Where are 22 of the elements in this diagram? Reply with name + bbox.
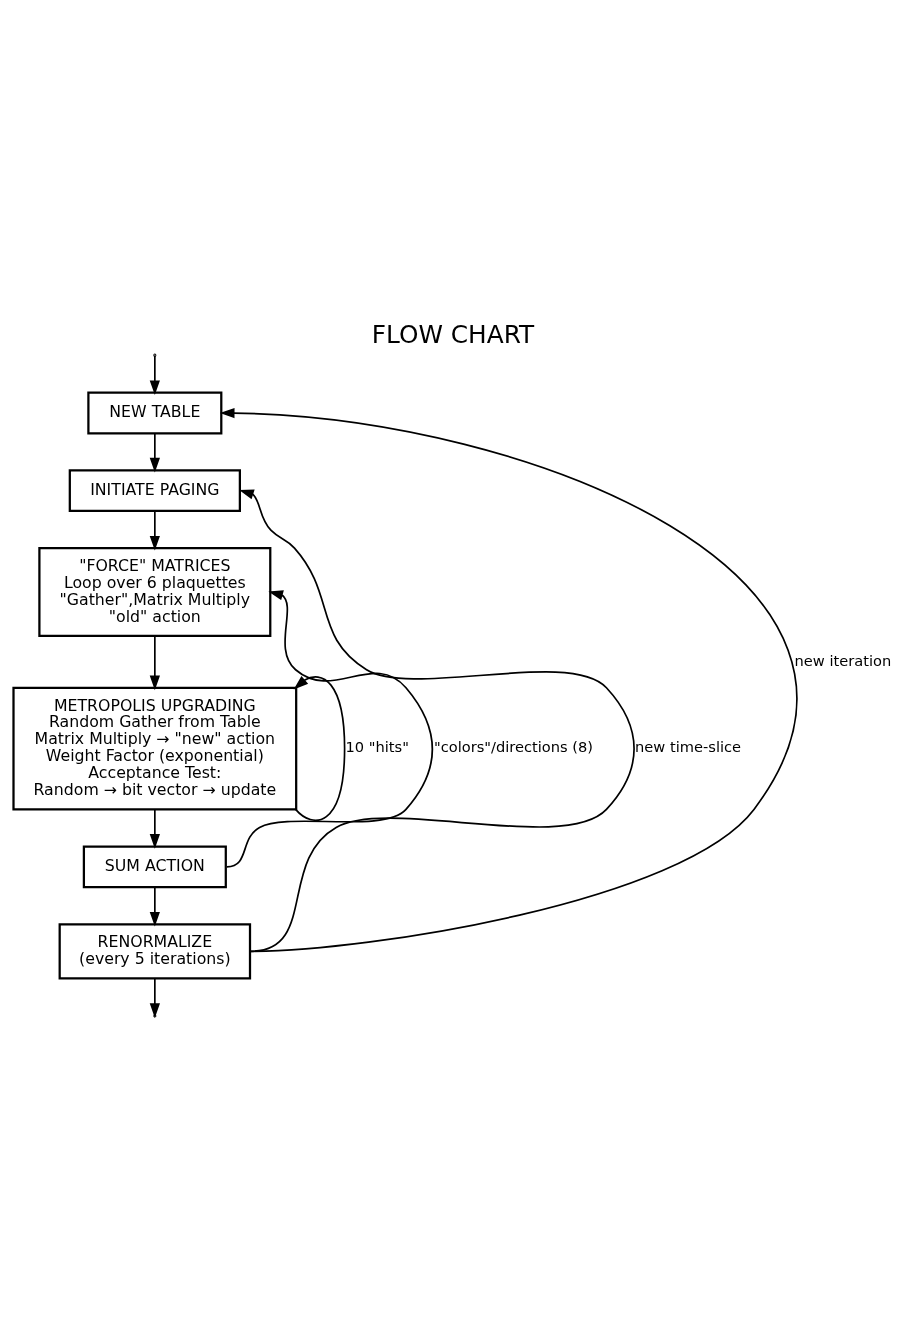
arrow bbox=[225, 589, 433, 868]
arrow bbox=[293, 675, 345, 821]
edge-label: new iteration bbox=[794, 651, 891, 669]
arrow bbox=[149, 432, 160, 472]
edge-label: new time-slice bbox=[634, 737, 741, 755]
arrow bbox=[149, 354, 160, 395]
diagram-title: FLOW CHART bbox=[371, 319, 534, 349]
arrow bbox=[149, 634, 160, 690]
edge-label: 10 "hits" bbox=[345, 737, 409, 755]
arrow bbox=[149, 510, 160, 551]
arrow bbox=[149, 977, 160, 1018]
edge-label: "colors"/directions (8) bbox=[433, 737, 593, 755]
node-box: SUM ACTION bbox=[82, 844, 227, 888]
node-box: RENORMALIZE (every 5 iterations) bbox=[58, 922, 251, 979]
node-box: INITIATE PAGING bbox=[68, 468, 241, 512]
arrow bbox=[219, 407, 798, 952]
arrow bbox=[238, 488, 635, 952]
node-box: "FORCE" MATRICES Loop over 6 plaquettes "Gather",Matrix Multiply "old" action bbox=[37, 546, 271, 637]
arrow bbox=[149, 886, 160, 927]
arrow bbox=[149, 808, 160, 849]
node-box: NEW TABLE bbox=[86, 391, 222, 434]
node-box: METROPOLIS UPGRADING Random Gather from Table Matrix Multiply → "new" action Weight Factor (exponential) Acceptance Test: Random → bit vector → update bbox=[11, 686, 297, 811]
